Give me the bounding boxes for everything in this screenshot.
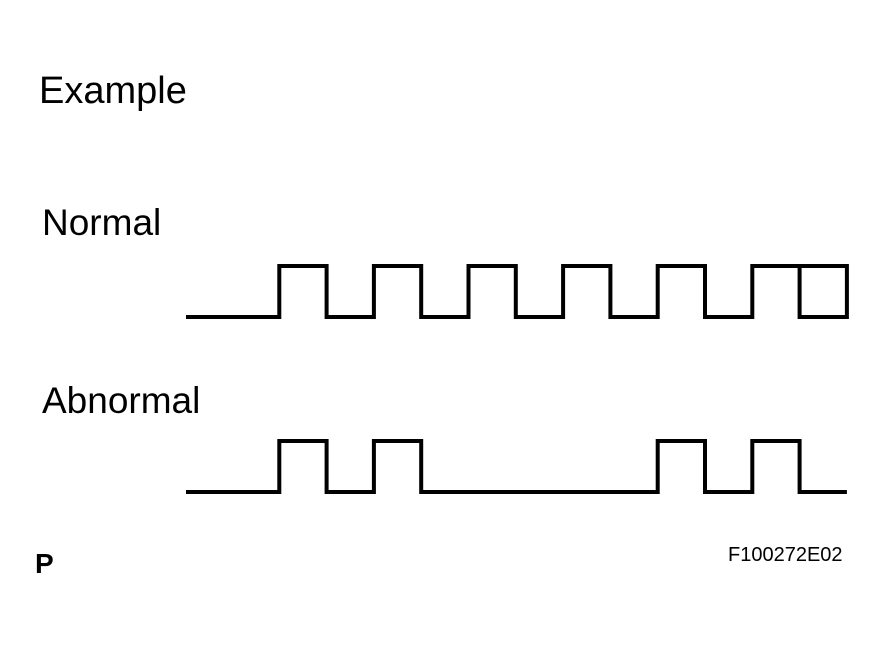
abnormal-signal-label: Abnormal <box>42 380 201 421</box>
normal-waveform <box>186 264 849 319</box>
diagram-title: Example <box>39 70 187 112</box>
page-letter: P <box>35 548 54 579</box>
normal-signal-label: Normal <box>42 202 162 243</box>
figure-code: F100272E02 <box>728 544 843 566</box>
abnormal-waveform <box>186 439 847 494</box>
